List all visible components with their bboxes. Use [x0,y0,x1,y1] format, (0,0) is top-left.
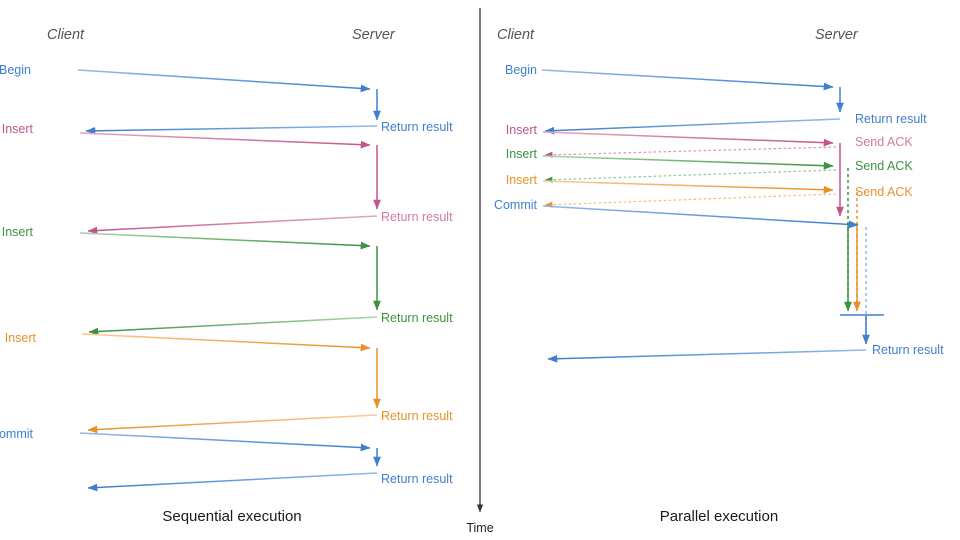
seq-insert3-response-arrow [87,414,378,434]
par-insert1-ack-label: Send ACK [855,135,913,149]
seq-message-insert-3: Insert Return result [5,331,453,434]
par-insert3-ack-arrow [544,193,837,208]
time-axis-label: Time [466,521,493,535]
seq-message-insert-1: Insert Return result [2,122,453,235]
seq-insert1-label: Insert [2,122,34,136]
par-message-insert-1: Insert Send ACK [506,123,913,217]
panel-parallel: Client Server Begin Return result Insert… [494,27,944,525]
seq-insert2-response-arrow [88,316,378,336]
par-begin-request-arrow [541,69,834,91]
seq-insert2-request-arrow [79,232,371,250]
par-insert2-ack-arrow [544,169,837,183]
par-begin-return-label: Return result [855,112,927,126]
par-server-lane-header: Server [815,27,859,43]
seq-begin-request-arrow [77,69,371,93]
par-message-begin: Begin Return result [505,63,927,135]
par-commit-return-label: Return result [872,343,944,357]
seq-insert2-label: Insert [2,225,34,239]
sequential-caption: Sequential execution [162,508,301,525]
par-insert3-request-arrow [542,180,834,194]
seq-begin-label: Begin [0,63,31,77]
par-commit-request-arrow [542,205,859,229]
seq-insert3-label: Insert [5,331,37,345]
par-insert2-request-arrow [542,155,834,170]
par-message-insert-2: Insert Send ACK [506,147,913,312]
par-insert1-request-arrow [542,131,834,147]
seq-commit-label: Commit [0,427,34,441]
par-insert1-ack-arrow [544,146,837,158]
par-begin-label: Begin [505,63,537,77]
par-insert3-ack-label: Send ACK [855,185,913,199]
par-message-insert-3: Insert Send ACK [506,173,913,312]
par-begin-response-arrow [544,118,841,135]
seq-insert3-request-arrow [81,333,371,352]
seq-server-lane-header: Server [352,27,396,43]
seq-message-commit: Commit Return result [0,427,453,492]
par-insert2-ack-label: Send ACK [855,159,913,173]
par-message-commit: Commit Return result [494,198,944,363]
par-commit-label: Commit [494,198,538,212]
seq-insert1-response-arrow [87,215,378,235]
par-insert1-label: Insert [506,123,538,137]
seq-message-insert-2: Insert Return result [2,225,453,336]
seq-insert1-return-label: Return result [381,210,453,224]
par-insert2-label: Insert [506,147,538,161]
par-commit-response-arrow [547,349,867,363]
seq-commit-return-label: Return result [381,472,453,486]
seq-insert1-request-arrow [79,132,371,149]
seq-insert2-return-label: Return result [381,311,453,325]
seq-message-begin: Begin Return result [0,63,453,135]
par-client-lane-header: Client [497,27,535,43]
par-insert3-label: Insert [506,173,538,187]
parallel-caption: Parallel execution [660,508,778,525]
seq-begin-return-label: Return result [381,120,453,134]
seq-commit-response-arrow [87,472,378,492]
seq-commit-request-arrow [79,432,371,452]
seq-client-lane-header: Client [47,27,85,43]
panel-sequential: Client Server Begin Return result Insert… [0,27,453,525]
seq-insert3-return-label: Return result [381,409,453,423]
seq-begin-response-arrow [85,125,378,135]
